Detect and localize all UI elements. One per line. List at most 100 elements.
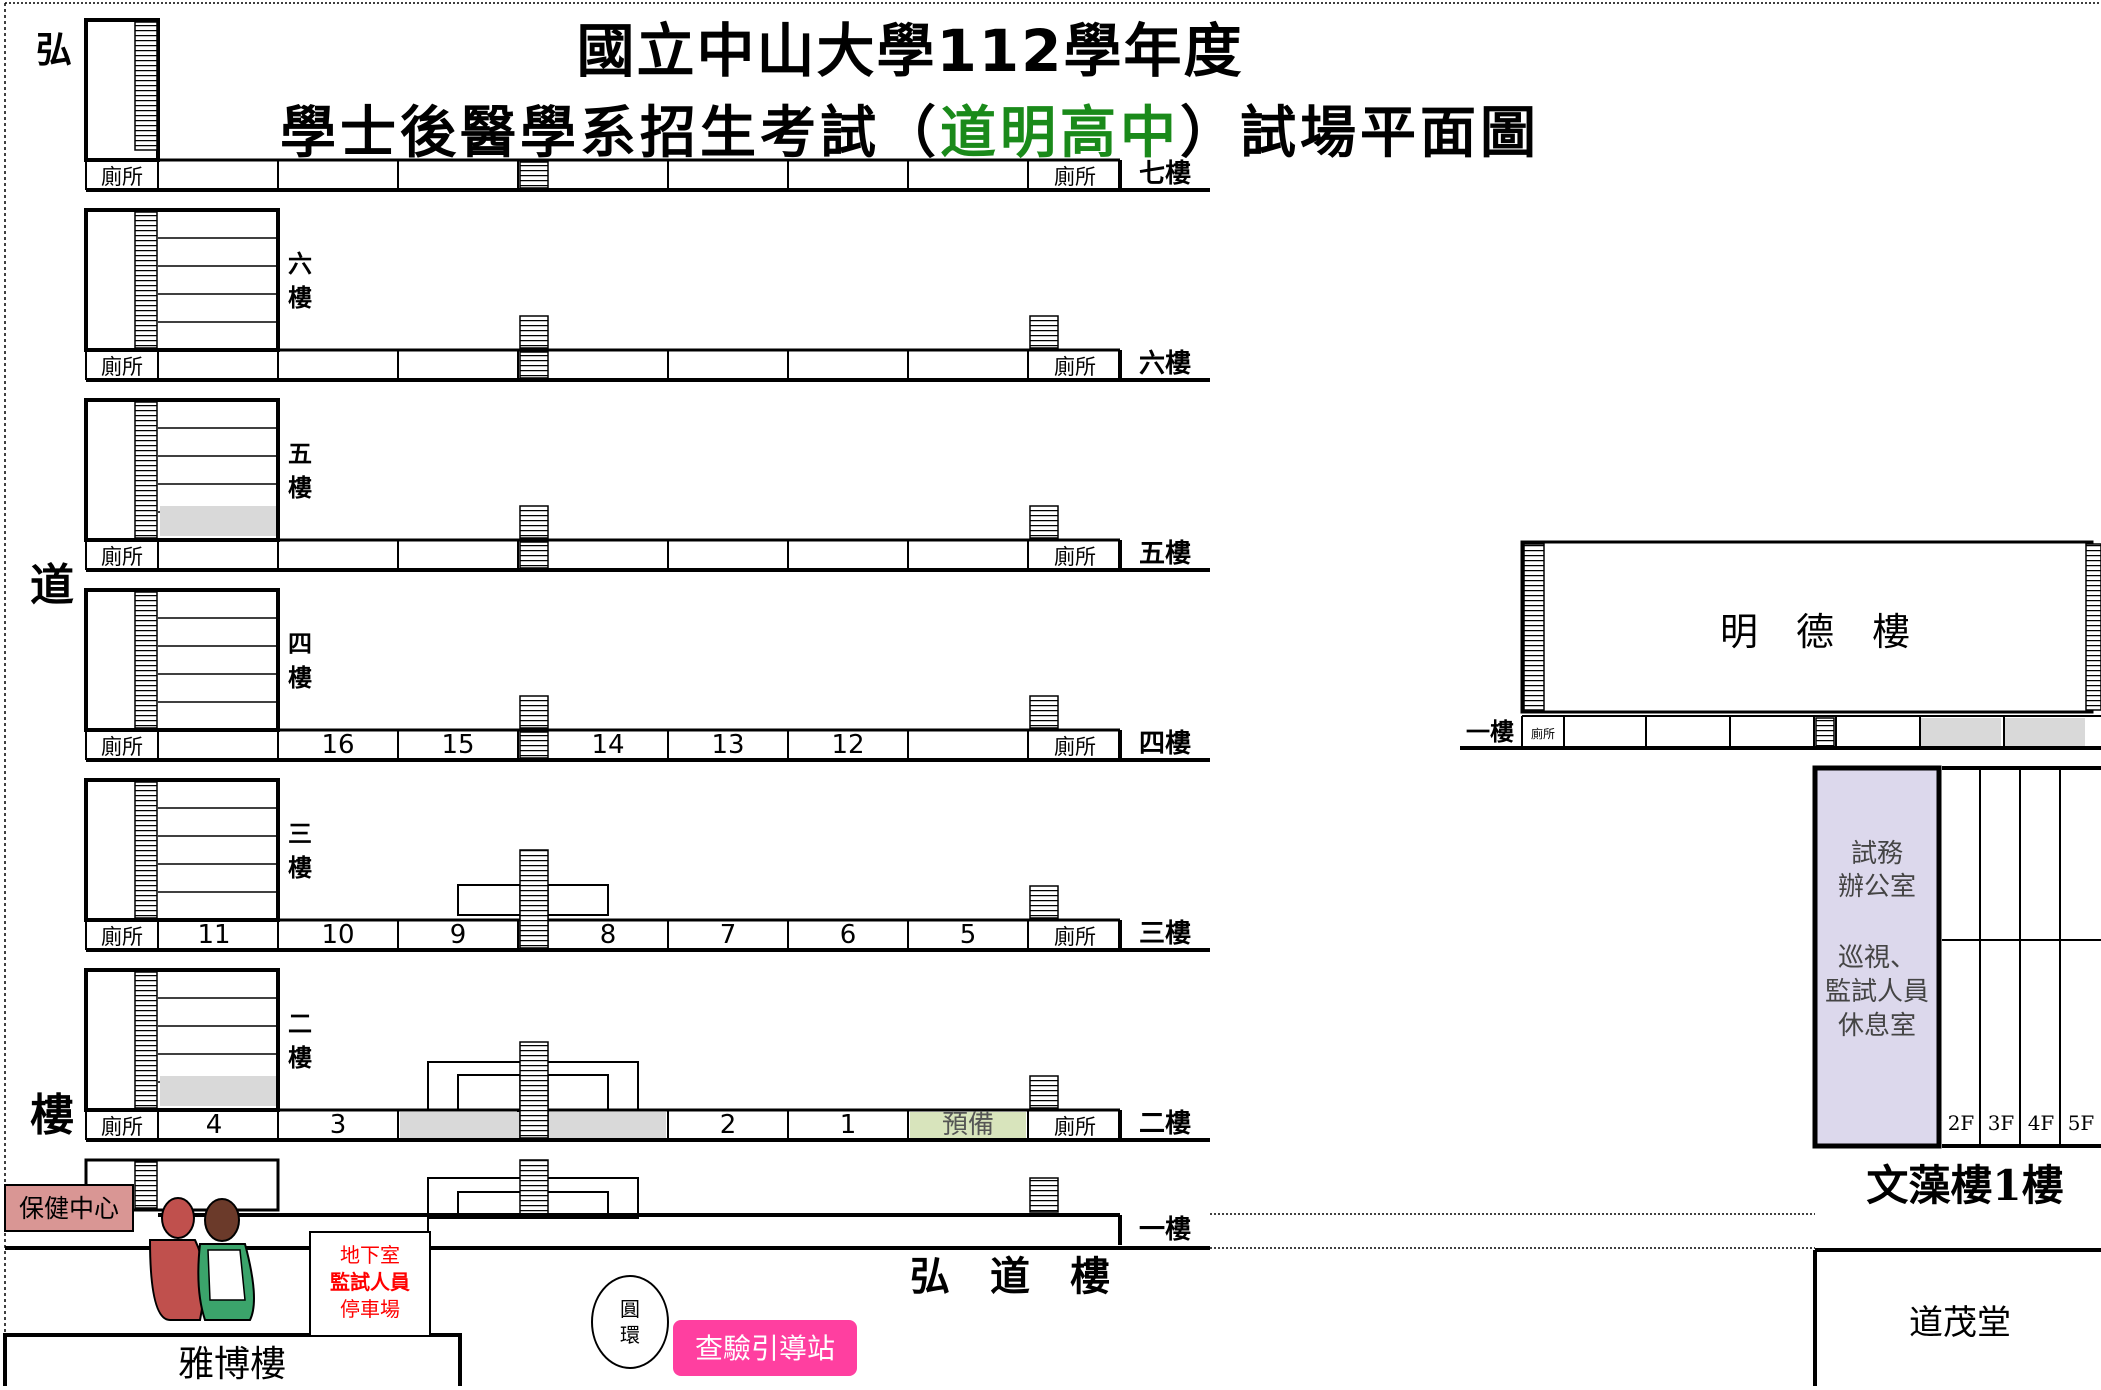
room-number: 6 [840,920,857,950]
title-prefix: 學士後醫學系招生考試（ [280,101,940,166]
toilet-label: 廁所 [1054,735,1096,759]
west-wing [84,588,280,732]
floor-label: 一樓 [1139,1214,1191,1245]
title-suffix: ）試場平面圖 [1180,101,1540,166]
wenzao-rest-label: 休息室 [1838,1011,1916,1041]
toilet-label: 廁所 [1054,165,1096,189]
room-number: 3 [330,1110,347,1140]
floor-vertical-label: 樓 [288,1043,312,1072]
room-number: 5 [960,920,977,950]
floor-label: 七樓 [1139,158,1191,189]
floor-vertical-label: 四 [288,629,312,658]
doctor-icon [207,1249,246,1301]
mingde-floor-label: 一樓 [1466,717,1514,746]
toilet-label: 廁所 [101,925,143,949]
parking-label: 地下室 [340,1243,400,1267]
guide-station-box [673,1320,857,1376]
toilet-label: 廁所 [101,735,143,759]
health-center-label: 保健中心 [19,1194,119,1223]
toilet-label: 廁所 [1054,925,1096,949]
floor-label: 六樓 [1139,348,1191,379]
room-number: 預備 [942,1110,994,1140]
wenzao-stair-label: 3F [1988,1111,2015,1135]
wenzao-stair-label: 2F [1948,1111,1975,1135]
staircase [519,161,549,189]
parking-box [309,1231,431,1337]
wenzao-office-label: 辦公室 [1838,872,1916,902]
wenzao-stair-label: 4F [2028,1111,2055,1135]
doctor-icon [161,1197,195,1239]
toilet-label: 廁所 [1054,1115,1096,1139]
doctor-icon [204,1198,240,1242]
room-number: 14 [591,730,624,760]
parking-label: 監試人員 [330,1270,410,1294]
staircase [519,1159,549,1217]
wenzao-rest-label: 巡視、 [1838,943,1916,973]
staircase [2085,543,2101,711]
building-side-char: 樓 [30,1090,74,1141]
staircase [519,849,549,949]
room-number: 1 [840,1110,857,1140]
floor-vertical-label: 樓 [288,473,312,502]
toilet-label: 廁所 [101,355,143,379]
daomao-name: 道茂堂 [1909,1303,2011,1343]
floor-label: 四樓 [1139,728,1191,759]
room-number: 12 [831,730,864,760]
floor-label: 二樓 [1139,1108,1191,1139]
staircase [134,211,158,349]
yabo-name: 雅博樓 [178,1344,286,1385]
staircase [1029,315,1059,349]
room-number: 15 [441,730,474,760]
room-number: 7 [720,920,737,950]
toilet-label: 廁所 [1054,355,1096,379]
title-line-2: 學士後醫學系招生考試（道明高中）試場平面圖 [0,88,1820,169]
building-side-char: 弘 [36,29,72,71]
title-line-1: 國立中山大學112學年度 [576,17,1244,85]
west-wing [84,778,280,922]
staircase [1029,885,1059,919]
floor-label: 五樓 [1139,538,1191,569]
health-center-box [4,1184,134,1232]
staircase [519,315,549,349]
floor-vertical-label: 樓 [288,283,312,312]
room-number: 16 [321,730,354,760]
staircase [519,541,549,569]
staircase [134,1161,158,1209]
staircase [519,731,549,759]
staircase [519,351,549,379]
room-number: 13 [711,730,744,760]
west-wing [84,208,280,352]
building-side-char: 道 [30,560,74,611]
staircase [519,1041,549,1139]
floor-vertical-label: 樓 [288,663,312,692]
staircase [134,781,158,919]
west-wing [84,968,280,1112]
yabo-building [3,1333,462,1390]
room-number: 9 [450,920,467,950]
wenzao-office-label: 試務 [1851,839,1903,869]
staircase [1029,695,1059,729]
roundabout-label: 圓 [620,1297,640,1321]
staircase [1523,543,1545,711]
toilet-label: 廁所 [101,545,143,569]
parking-label: 停車場 [340,1297,400,1321]
grey-room [160,1076,276,1106]
wenzao-name: 文藻樓1樓 [1866,1161,2063,1210]
staircase [519,505,549,539]
staircase [134,971,158,1109]
floor-vertical-label: 樓 [288,853,312,882]
mingde-grey-room [1921,718,2001,746]
roundabout-label: 環 [620,1323,640,1347]
doctor-icon [148,1239,205,1321]
staircase [134,591,158,729]
guide-station-label: 查驗引導站 [695,1332,835,1365]
floor-vertical-label: 六 [288,249,312,278]
room-number: 11 [197,920,230,950]
wenzao-office [1812,765,1942,1149]
floor-vertical-label: 二 [288,1009,312,1038]
staircase [519,695,549,729]
staircase [1029,505,1059,539]
mingde-name: 明 德 樓 [1720,610,1910,654]
